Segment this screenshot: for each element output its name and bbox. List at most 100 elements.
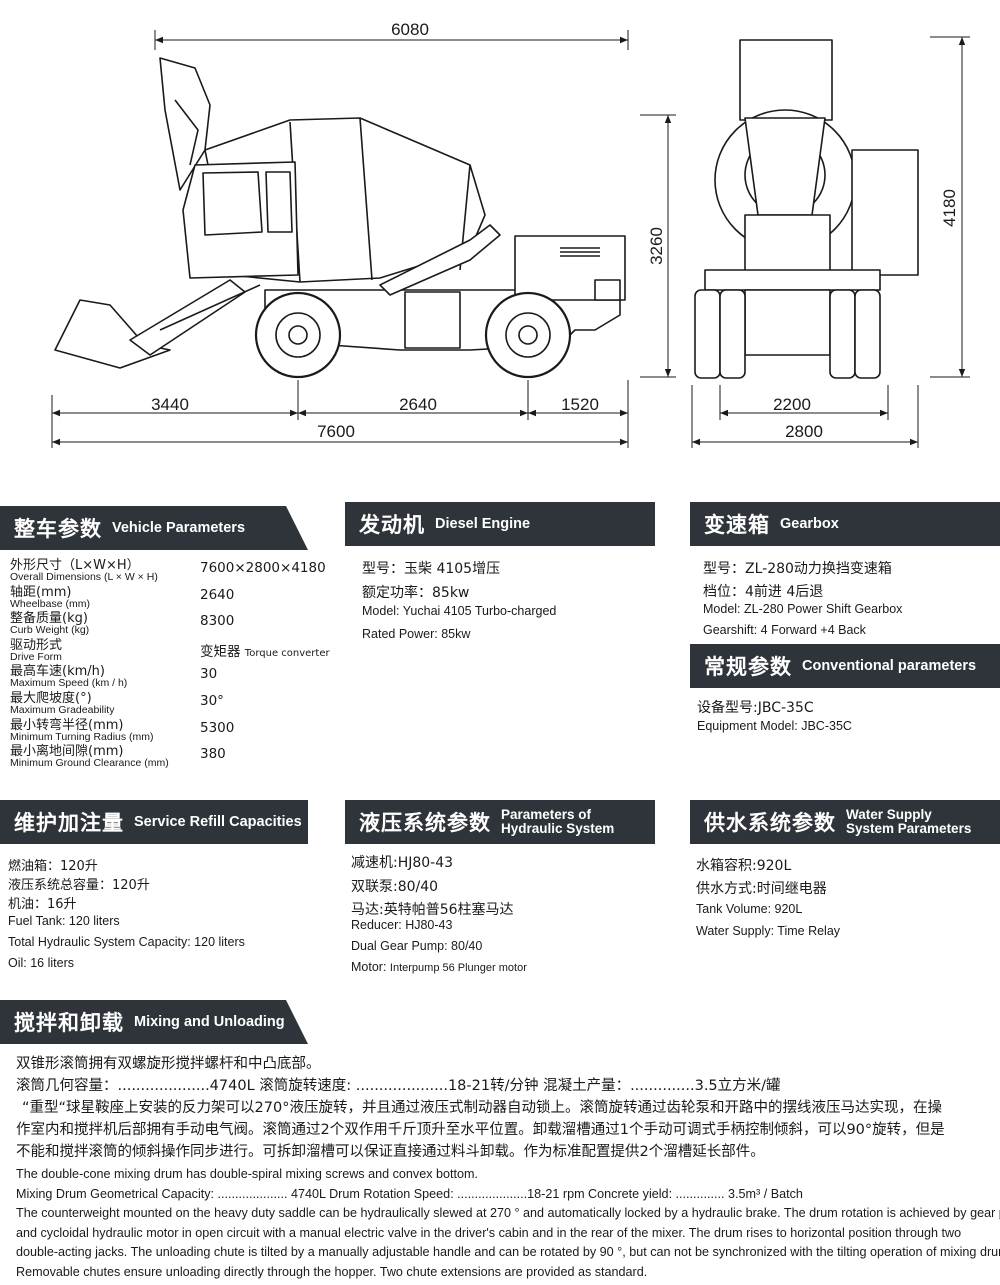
dim-overall-width: 2800 <box>785 422 823 441</box>
equipment-model-en: Equipment Model: JBC-35C <box>697 719 852 733</box>
mixing-title-en: Mixing and Unloading <box>134 1014 285 1030</box>
oil-cn: 机油：16升 <box>8 897 77 912</box>
engine-title-en: Diesel Engine <box>435 516 531 532</box>
dim-rear-overhang: 1520 <box>561 395 599 414</box>
water-supply-en: Water Supply: Time Relay <box>696 924 841 938</box>
param-label-en: Maximum Speed (km / h) <box>10 677 128 690</box>
water-title-en-2: System Parameters <box>846 821 972 836</box>
vehicle-params-list: 外形尺寸（L×W×H）Overall Dimensions (L × W × H… <box>10 558 340 771</box>
gearbox-gears-cn: 档位：4前进 4后退 <box>703 584 824 600</box>
dim-total-length: 7600 <box>317 422 355 441</box>
conventional-title-cn: 常规参数 <box>704 655 792 679</box>
gearbox-title-cn: 变速箱 <box>704 513 770 537</box>
vehicle-params-header: 整车参数 Vehicle Parameters <box>0 506 308 550</box>
mixing-header: 搅拌和卸载 Mixing and Unloading <box>0 1000 308 1044</box>
param-label: 驱动形式 <box>10 637 63 653</box>
engine-title-cn: 发动机 <box>359 513 425 537</box>
vehicle-params-title-cn: 整车参数 <box>14 517 102 541</box>
param-label: 外形尺寸（L×W×H） <box>10 558 140 573</box>
mixing-en-line: The double-cone mixing drum has double-s… <box>16 1167 478 1181</box>
hydraulic-capacity-en: Total Hydraulic System Capacity: 120 lit… <box>8 935 245 949</box>
gearbox-title-en: Gearbox <box>780 516 839 532</box>
engine-power-cn: 额定功率：85kw <box>362 585 470 601</box>
mixing-cn-line: 不能和搅拌滚筒的倾斜操作同步进行。可拆卸溜槽可以保证直接通过料斗卸载。作为标准配… <box>16 1144 765 1160</box>
motor-cn: 马达:英特帕普56柱塞马达 <box>351 902 514 918</box>
mixing-en-line: Mixing Drum Geometrical Capacity: ......… <box>16 1186 803 1201</box>
water-supply-cn: 供水方式:时间继电器 <box>696 881 827 897</box>
vehicle-param-row: 轴距(mm)Wheelbase (mm)2640 <box>10 585 340 612</box>
oil-en: Oil: 16 liters <box>8 956 74 970</box>
param-label-en: Maximum Gradeability <box>10 703 115 716</box>
param-label: 最大爬坡度(°) <box>10 690 92 706</box>
dim-top-length: 6080 <box>391 20 429 39</box>
engine-model-cn: 型号：玉柴 4105增压 <box>362 561 501 577</box>
reducer-en: Reducer: HJ80-43 <box>351 918 453 932</box>
vehicle-param-row: 最高车速(km/h)Maximum Speed (km / h)30 <box>10 664 340 691</box>
hydraulic-title-cn: 液压系统参数 <box>359 811 491 835</box>
param-label-en: Drive Form <box>10 650 62 663</box>
tank-volume-cn: 水箱容积:920L <box>696 858 792 874</box>
mixing-cn-line: 双锥形滚筒拥有双螺旋形搅拌螺杆和中凸底部。 <box>16 1056 321 1072</box>
motor-en: Motor: Interpump 56 Plunger motor <box>351 960 527 974</box>
param-label: 整备质量(kg) <box>10 611 88 627</box>
engine-model-en: Model: Yuchai 4105 Turbo-charged <box>362 604 557 618</box>
param-label-en: Wheelbase (mm) <box>10 597 90 610</box>
water-title-cn: 供水系统参数 <box>704 811 836 835</box>
mixing-cn-line: 滚筒几何容量：....................4740L 滚筒旋转速度:… <box>16 1078 781 1094</box>
hydraulic-title-en-2: Hydraulic System <box>501 821 615 836</box>
param-value: 7600×2800×4180 <box>200 560 326 576</box>
mixing-en-line: and cycloidal hydraulic motor in open ci… <box>16 1225 962 1240</box>
equipment-model-cn: 设备型号:JBC-35C <box>697 700 814 716</box>
dimension-drawing-svg: 6080 3260 3440 2640 1520 7600 4180 2200 … <box>51 20 970 448</box>
vehicle-drawing: 6080 3260 3440 2640 1520 7600 4180 2200 … <box>0 0 1000 460</box>
gearbox-model-en: Model: ZL-280 Power Shift Gearbox <box>703 602 903 616</box>
engine-header: 发动机 Diesel Engine <box>345 502 655 546</box>
mixing-en-line: The counterweight mounted on the heavy d… <box>16 1206 1000 1220</box>
dual-pump-en: Dual Gear Pump: 80/40 <box>351 939 483 953</box>
water-title-en-1: Water Supply <box>846 807 932 822</box>
dim-track-width: 2200 <box>773 395 811 414</box>
vehicle-param-row: 最大爬坡度(°)Maximum Gradeability 30° <box>10 691 340 718</box>
vehicle-param-row: 最小离地间隙(mm)Minimum Ground Clearance (mm)3… <box>10 744 340 771</box>
conventional-header: 常规参数 Conventional parameters <box>690 644 1000 688</box>
gearbox-gears-en: Gearshift: 4 Forward +4 Back <box>703 623 866 637</box>
param-value: 8300 <box>200 613 235 630</box>
param-value: 变矩器 Torque converter <box>200 640 330 660</box>
vehicle-param-row: 最小转弯半径(mm)Minimum Turning Radius (mm)530… <box>10 718 340 745</box>
param-label-en: Curb Weight (kg) <box>10 624 90 637</box>
param-value-main: 变矩器 <box>200 643 241 660</box>
gearbox-model-cn: 型号：ZL-280动力换挡变速箱 <box>703 561 892 577</box>
param-value: 30 <box>200 666 218 683</box>
tank-volume-en: Tank Volume: 920L <box>696 902 803 916</box>
fuel-tank-cn: 燃油箱：120升 <box>8 859 98 874</box>
dim-wheelbase: 2640 <box>399 395 437 414</box>
service-title-en: Service Refill Capacities <box>134 814 302 830</box>
hydraulic-capacity-cn: 液压系统总容量：120升 <box>8 878 150 893</box>
vehicle-param-row: 整备质量(kg)Curb Weight (kg) 8300 <box>10 611 340 638</box>
conventional-title-en: Conventional parameters <box>802 658 977 674</box>
dim-front-overhang: 3440 <box>151 395 189 414</box>
mixing-en-text: The double-cone mixing drum has double-s… <box>16 1167 1000 1284</box>
mixing-cn-line: 作室内和搅拌机后部拥有手动电气阀。滚筒通过2个双作用千斤顶升至水平位置。卸载溜槽… <box>16 1122 945 1138</box>
dual-pump-cn: 双联泵:80/40 <box>351 879 439 895</box>
param-value: 380 <box>200 746 226 763</box>
vehicle-params-title-en: Vehicle Parameters <box>112 520 246 536</box>
mixing-en-line: Removable chutes ensure unloading direct… <box>16 1264 648 1279</box>
param-label-en: Overall Dimensions (L × W × H) <box>10 571 158 583</box>
mixing-title-cn: 搅拌和卸载 <box>14 1011 124 1035</box>
param-value: 30° <box>200 692 224 709</box>
reducer-cn: 减速机:HJ80-43 <box>351 855 454 871</box>
dim-side-height: 3260 <box>647 227 666 265</box>
mixing-cn-line: “重型“球星鞍座上安装的反力架可以270°液压旋转，并且通过液压式制动器自动锁上… <box>22 1100 942 1116</box>
fuel-tank-en: Fuel Tank: 120 liters <box>8 914 120 928</box>
param-label-en: Minimum Turning Radius (mm) <box>10 730 154 743</box>
param-value: 2640 <box>200 586 235 603</box>
mixing-cn-text: 双锥形滚筒拥有双螺旋形搅拌螺杆和中凸底部。 滚筒几何容量：...........… <box>16 1052 996 1162</box>
param-label: 最小转弯半径(mm) <box>10 717 124 733</box>
motor-en-prefix: Motor: <box>351 960 390 974</box>
param-value-note: Torque converter <box>244 647 330 659</box>
vehicle-param-row: 外形尺寸（L×W×H）Overall Dimensions (L × W × H… <box>10 558 340 585</box>
